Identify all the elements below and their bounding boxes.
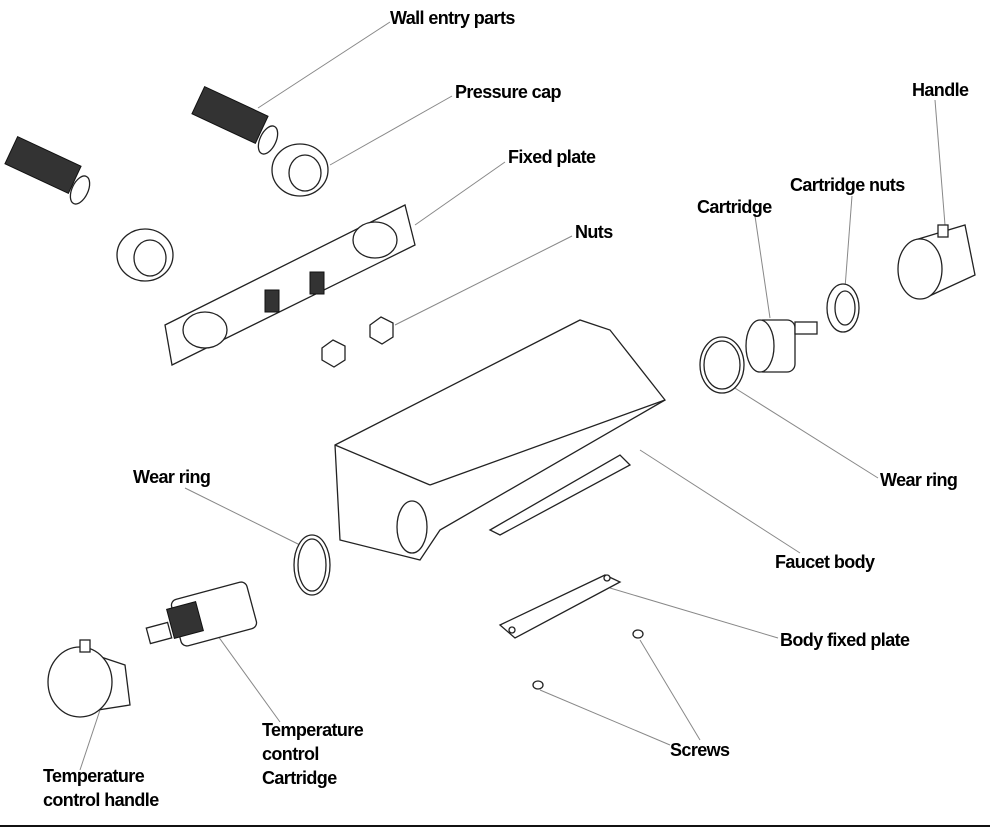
- label-temperature-control-cartridge: Temperature control Cartridge: [262, 718, 364, 790]
- label-screws: Screws: [670, 740, 730, 760]
- cartridge-nut: [826, 283, 860, 333]
- screws: [532, 629, 644, 690]
- handle: [897, 224, 976, 300]
- pressure-cap-right: [271, 143, 329, 197]
- leader-lines: [0, 21, 990, 827]
- label-line: control handle: [43, 790, 159, 810]
- label-handle: Handle: [912, 80, 969, 100]
- temperature-control-handle: [47, 639, 131, 718]
- label-nuts: Nuts: [575, 222, 613, 242]
- label-faucet-body: Faucet body: [775, 552, 875, 572]
- label-pressure-cap: Pressure cap: [455, 82, 561, 102]
- wear-ring-right: [699, 336, 745, 394]
- pressure-cap-left: [116, 228, 174, 282]
- label-line: control: [262, 744, 319, 764]
- label-body-fixed-plate: Body fixed plate: [780, 630, 910, 650]
- label-wall-entry-parts: Wall entry parts: [390, 8, 515, 28]
- label-cartridge: Cartridge: [697, 197, 772, 217]
- label-fixed-plate: Fixed plate: [508, 147, 596, 167]
- label-wear-ring-right: Wear ring: [880, 470, 958, 490]
- label-cartridge-nuts: Cartridge nuts: [790, 175, 905, 195]
- label-temperature-control-handle: Temperature control handle: [43, 764, 159, 812]
- cartridge: [745, 319, 818, 373]
- wall-entry-fitting-left: [4, 135, 91, 205]
- temperature-control-cartridge: [145, 581, 258, 647]
- wear-ring-left: [293, 534, 331, 596]
- faucet-body: [334, 319, 666, 561]
- label-line: Cartridge: [262, 768, 337, 788]
- fixed-plate: [164, 204, 416, 366]
- wall-entry-fitting-right: [191, 85, 279, 155]
- nuts: [321, 316, 394, 368]
- body-fixed-plate: [498, 574, 622, 639]
- label-line: Temperature: [43, 766, 145, 786]
- label-wear-ring-left: Wear ring: [133, 467, 211, 487]
- label-line: Temperature: [262, 720, 364, 740]
